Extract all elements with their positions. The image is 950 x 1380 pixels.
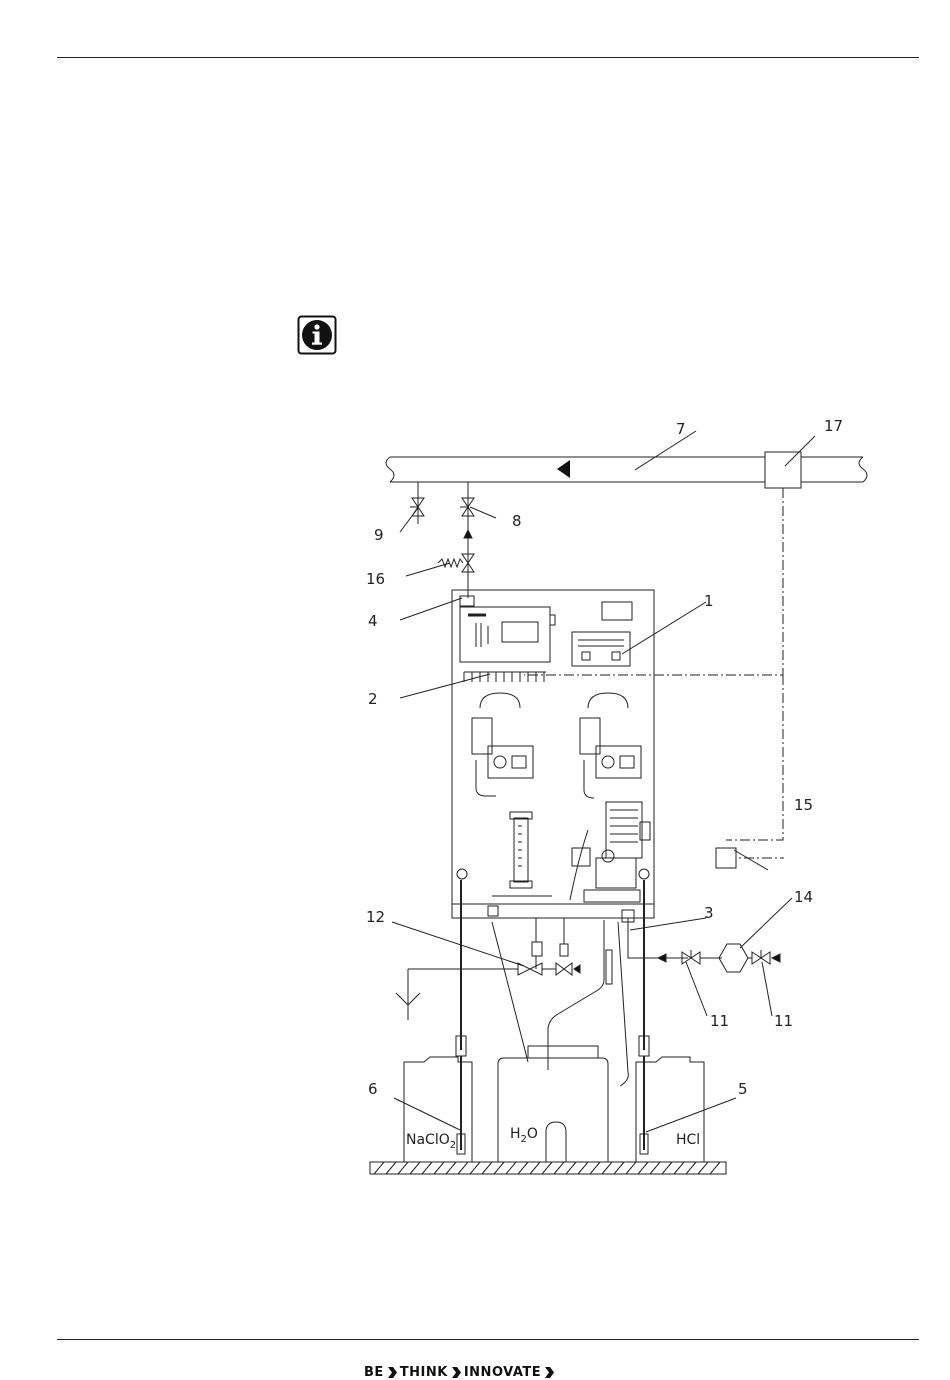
chevron-right-icon: [387, 1367, 397, 1378]
flow-direction-arrow: [557, 460, 570, 478]
info-icon: [297, 315, 337, 355]
callout-7: 7: [676, 420, 686, 438]
system-schematic: 7 17 9 8 16 4 1 2 15 14 3 12 11 11 6 5 N…: [360, 410, 900, 1190]
callout-11-right: 11: [774, 1012, 793, 1030]
header-rule: [57, 57, 919, 58]
relief-valve-16: [438, 554, 474, 572]
tank-label-naclo2: NaClO2: [406, 1132, 456, 1151]
floor: [370, 1162, 726, 1174]
flowmeter: [510, 812, 532, 888]
callout-3: 3: [704, 904, 714, 922]
dosing-pump-left: [472, 693, 533, 796]
warning-label-1: [572, 632, 630, 666]
valve-9: [410, 482, 424, 524]
circulation-pump: [570, 802, 650, 902]
tagline-word-innovate: INNOVATE: [464, 1365, 541, 1380]
callout-14: 14: [794, 888, 813, 906]
dosing-panel: [452, 590, 654, 922]
callout-11-left: 11: [710, 1012, 729, 1030]
tank-label-water: H2O: [510, 1126, 538, 1145]
chevron-right-icon: [544, 1367, 554, 1378]
callout-15: 15: [794, 796, 813, 814]
sample-line: [628, 918, 780, 972]
sensor-15: [716, 848, 736, 868]
tagline-word-think: THINK: [400, 1365, 448, 1380]
callout-2: 2: [368, 690, 378, 708]
callout-17: 17: [824, 417, 843, 435]
footer-rule: [57, 1339, 919, 1340]
callout-6: 6: [368, 1080, 378, 1098]
sensor-17: [765, 452, 801, 488]
tank-water: [498, 1046, 608, 1162]
callout-1: 1: [704, 592, 714, 610]
dosing-pump-right: [580, 693, 641, 798]
chevron-right-icon: [451, 1367, 461, 1378]
solenoid-valves-12: [396, 918, 580, 1020]
pump-14: [719, 944, 748, 972]
callout-9: 9: [374, 526, 384, 544]
callout-12: 12: [366, 908, 385, 926]
tank-label-hcl: HCl: [676, 1132, 700, 1148]
leader-lines: [392, 431, 815, 1132]
callout-5: 5: [738, 1080, 748, 1098]
callout-8: 8: [512, 512, 522, 530]
footer-tagline: BE THINK INNOVATE: [364, 1364, 554, 1380]
valve-8: [460, 482, 474, 598]
callout-16: 16: [366, 570, 385, 588]
tagline-word-be: BE: [364, 1365, 384, 1380]
callout-4: 4: [368, 612, 378, 630]
